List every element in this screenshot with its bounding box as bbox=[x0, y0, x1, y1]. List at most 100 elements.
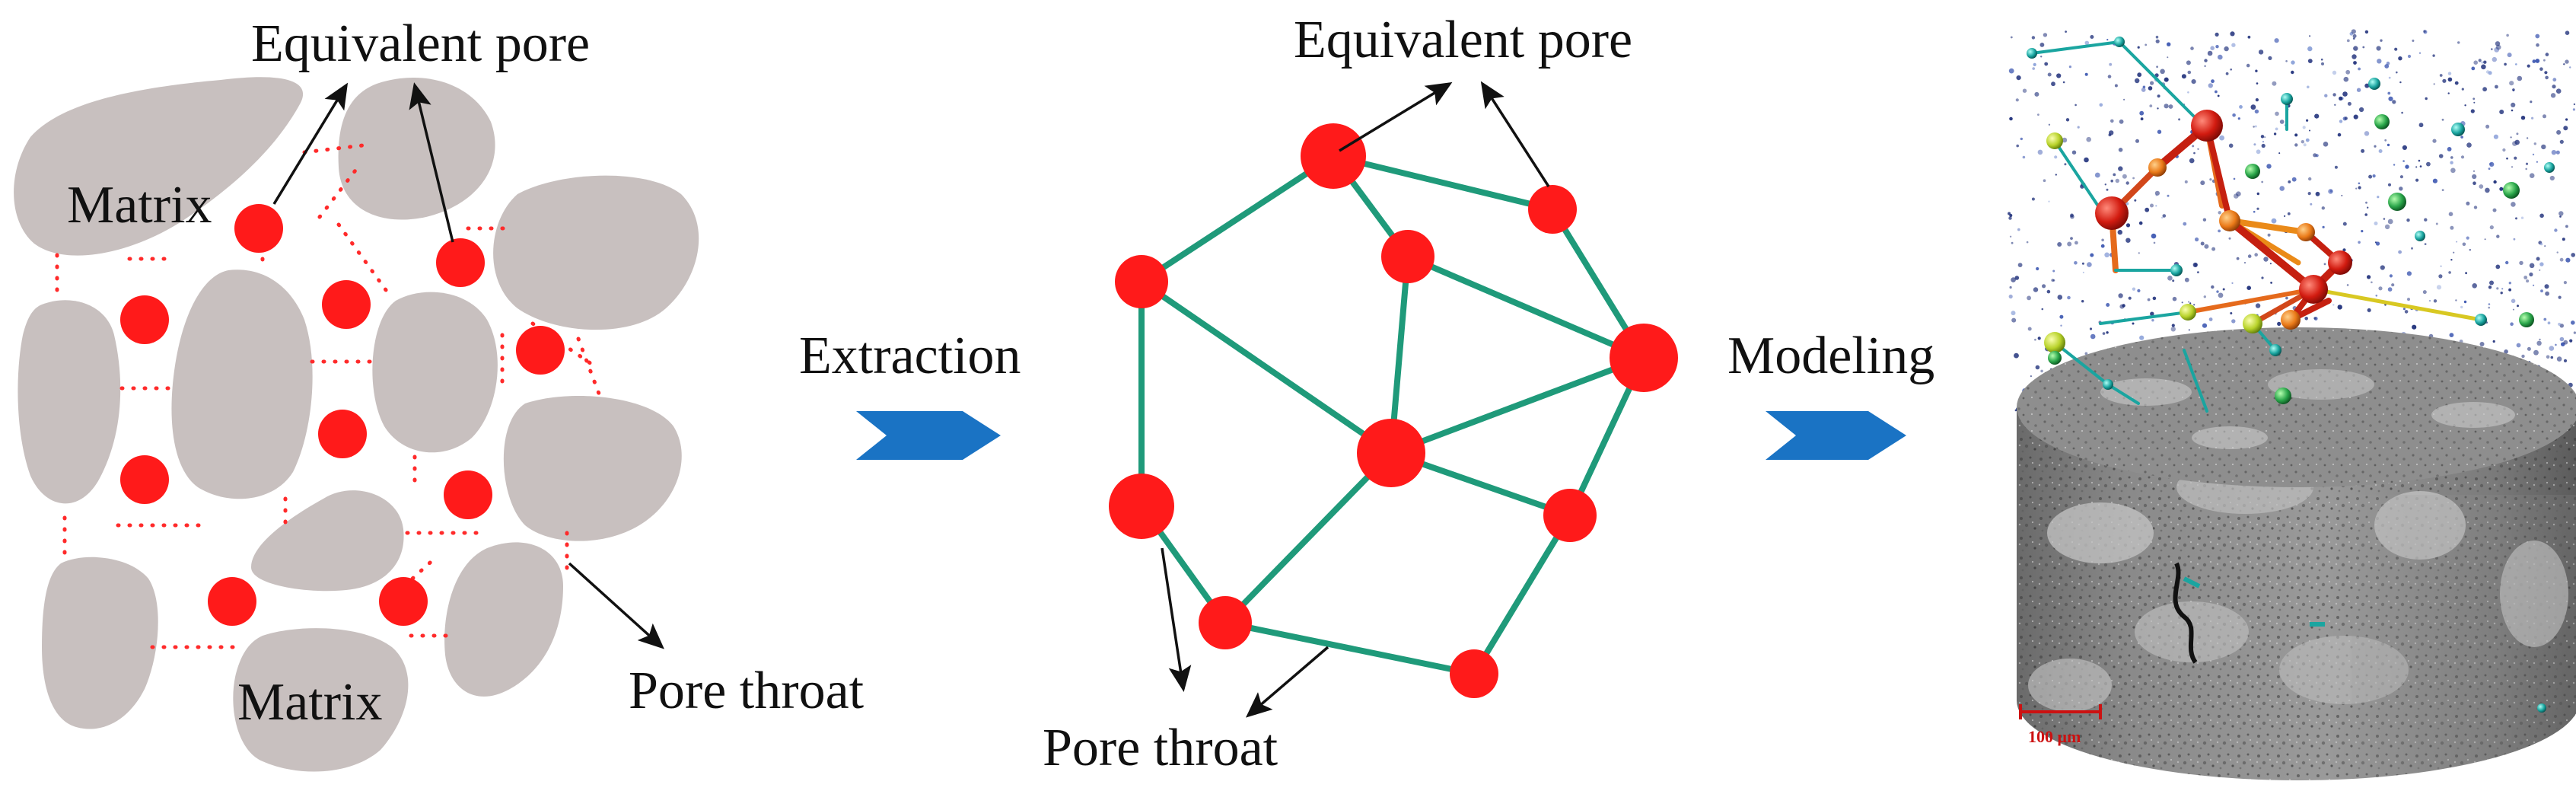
pore-point bbox=[2321, 206, 2325, 210]
pore-point bbox=[2359, 107, 2364, 113]
pore-point bbox=[2438, 154, 2444, 158]
pore-point bbox=[2271, 218, 2277, 224]
pore-point bbox=[2137, 46, 2140, 49]
pore-point bbox=[2048, 123, 2051, 126]
pore-point bbox=[2543, 59, 2546, 62]
pore-point bbox=[2508, 282, 2511, 285]
pore-point bbox=[2441, 118, 2444, 121]
scale-bar-label: 100 μm bbox=[2028, 727, 2081, 746]
pore-point bbox=[2090, 333, 2096, 340]
pore-point bbox=[2569, 66, 2571, 69]
pore-point bbox=[2056, 73, 2062, 78]
pore-point bbox=[2466, 201, 2470, 206]
pore-point bbox=[2450, 161, 2453, 164]
pore-point bbox=[2573, 103, 2576, 106]
matrix-grain bbox=[338, 78, 495, 220]
pore-point bbox=[2040, 56, 2043, 58]
pore-point bbox=[2074, 261, 2078, 265]
pore-point bbox=[2558, 322, 2562, 326]
pore-point bbox=[2183, 222, 2187, 226]
pore-point bbox=[2352, 37, 2355, 40]
pore-point bbox=[2081, 300, 2084, 303]
network-pores bbox=[1109, 123, 1678, 698]
pore-point bbox=[2247, 254, 2252, 258]
pore-point bbox=[2236, 191, 2241, 196]
pore-point bbox=[2167, 42, 2171, 46]
pore-point bbox=[2181, 301, 2183, 304]
sphere bbox=[2170, 264, 2183, 276]
pore-point bbox=[2556, 356, 2562, 362]
matrix-grain bbox=[493, 175, 699, 330]
pore-point bbox=[2473, 97, 2476, 100]
pore-point bbox=[2544, 71, 2548, 75]
pore-point bbox=[2478, 59, 2482, 62]
pore-point bbox=[2473, 181, 2476, 185]
pore-point bbox=[2539, 242, 2543, 246]
chevron-arrow-extraction-icon bbox=[856, 411, 1001, 460]
pore-point bbox=[2485, 187, 2490, 193]
sphere bbox=[2374, 114, 2390, 129]
matrix-grain bbox=[233, 628, 409, 772]
arrow-to-equivalent-pore-label bbox=[1480, 81, 1550, 187]
pore-point bbox=[2125, 238, 2131, 243]
pore-point bbox=[2067, 241, 2072, 247]
pore-point bbox=[2157, 107, 2159, 110]
pore-point bbox=[2197, 271, 2199, 273]
pore-point bbox=[2211, 247, 2216, 251]
sphere bbox=[2219, 210, 2240, 231]
network-edge bbox=[1138, 279, 1394, 456]
pore-point bbox=[2501, 288, 2504, 290]
pore-point bbox=[2204, 244, 2209, 249]
pore-point bbox=[2167, 56, 2169, 59]
pore-point bbox=[2425, 97, 2428, 100]
pore-point bbox=[2384, 139, 2387, 142]
sphere bbox=[2328, 250, 2352, 275]
pore-network-3d bbox=[2027, 37, 2555, 713]
pore-point bbox=[2407, 298, 2410, 301]
pore-point bbox=[2208, 317, 2213, 321]
pore-point bbox=[2358, 67, 2361, 71]
pore-point bbox=[2491, 48, 2493, 50]
pore-point bbox=[2514, 156, 2517, 160]
pore-point bbox=[2022, 155, 2026, 159]
pore-point bbox=[2435, 222, 2438, 225]
sphere bbox=[2281, 93, 2293, 105]
pores-left bbox=[120, 204, 565, 626]
pore-point bbox=[2149, 104, 2153, 108]
pore-point bbox=[2539, 338, 2541, 341]
sphere bbox=[2503, 182, 2520, 199]
pore-point bbox=[2473, 101, 2476, 104]
pore-point bbox=[2565, 257, 2571, 263]
pore-point bbox=[2231, 319, 2236, 324]
pore-point bbox=[2506, 33, 2509, 37]
pore-point bbox=[2527, 64, 2530, 68]
pore-point bbox=[2119, 119, 2124, 124]
pore-point bbox=[2448, 212, 2453, 217]
pore-point bbox=[2017, 228, 2020, 231]
pore-point bbox=[2192, 145, 2195, 148]
pore-point bbox=[2449, 333, 2454, 337]
pore-point bbox=[2563, 126, 2568, 131]
pore-point bbox=[2184, 277, 2189, 282]
pore-point bbox=[2309, 35, 2311, 37]
pore-point bbox=[2246, 285, 2251, 291]
pore-point bbox=[2519, 260, 2523, 266]
pore-point bbox=[2552, 85, 2556, 89]
pore-point bbox=[2573, 331, 2576, 334]
pore-point bbox=[2218, 54, 2223, 60]
pore-point bbox=[2184, 180, 2188, 183]
pore-point bbox=[2489, 280, 2494, 285]
throat-line bbox=[393, 553, 440, 596]
pore-point bbox=[2261, 143, 2266, 148]
label-modeling: Modeling bbox=[1727, 327, 1934, 385]
pore-point bbox=[2135, 139, 2139, 143]
pore-point bbox=[2512, 308, 2514, 311]
pore-point bbox=[2332, 304, 2335, 306]
pore-point bbox=[2228, 143, 2234, 148]
pore-point bbox=[2493, 134, 2498, 139]
pore-point bbox=[2536, 257, 2540, 261]
pore-point bbox=[2037, 149, 2043, 155]
step-modeling: Modeling bbox=[1727, 327, 1934, 460]
pore-point bbox=[2070, 213, 2074, 218]
matrix-grain bbox=[372, 292, 498, 453]
